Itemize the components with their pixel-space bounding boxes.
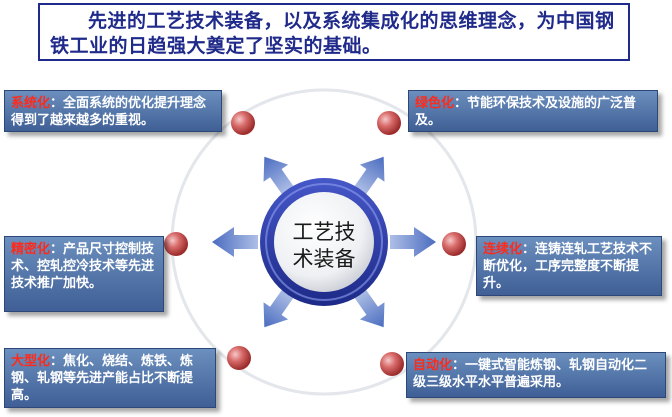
keyword-lvsehua: 绿色化 xyxy=(415,96,455,111)
keyword-jingmihua: 精密化 xyxy=(11,242,51,257)
hub-core xyxy=(274,192,374,292)
headline-text: 先进的工艺技术装备，以及系统集成化的思维理念，为中国钢铁工业的日趋强大奠定了坚实… xyxy=(50,10,615,57)
desc-daxinghua: ：焦化、烧结、炼铁、炼钢、轧钢等先进产能占比不断提高。 xyxy=(11,354,194,403)
arrow-right xyxy=(390,227,436,257)
box-jingmihua: 精密化：产品尺寸控制技术、控轧控冷技术等先进技术推广加快。 xyxy=(4,236,164,312)
box-xitonghua: 系统化：全面系统的优化提升理念得到了越来越多的重视。 xyxy=(4,90,222,132)
desc-lvsehua: ：节能环保技术及设施的广泛普及。 xyxy=(415,96,637,128)
arrow-up-left xyxy=(263,156,295,196)
hub-label: 工艺技 术装备 xyxy=(276,219,372,273)
keyword-zidonghua: 自动化 xyxy=(413,358,453,373)
box-lvsehua: 绿色化：节能环保技术及设施的广泛普及。 xyxy=(408,90,658,132)
box-daxinghua: 大型化：焦化、烧结、炼铁、炼钢、轧钢等先进产能占比不断提高。 xyxy=(4,348,216,408)
node-ball-top-left xyxy=(231,111,255,135)
node-ball-bottom-left xyxy=(227,346,251,370)
keyword-daxinghua: 大型化 xyxy=(11,354,51,369)
box-zidonghua: 自动化：一键式智能炼钢、轧钢自动化二级三级水平水平普遍采用。 xyxy=(406,352,666,398)
desc-lianxuhua: ：连铸连轧工艺技术不断优化，工序完整度不断提升。 xyxy=(483,242,653,291)
arrow-up-right xyxy=(353,156,385,196)
desc-xitonghua: ：全面系统的优化提升理念得到了越来越多的重视。 xyxy=(11,96,207,128)
node-ball-left xyxy=(164,232,188,256)
desc-jingmihua: ：产品尺寸控制技术、控轧控冷技术等先进技术推广加快。 xyxy=(11,242,155,291)
arrow-down-left xyxy=(263,288,295,328)
node-ball-top-right xyxy=(377,111,401,135)
arrow-down-right xyxy=(353,288,385,328)
keyword-xitonghua: 系统化 xyxy=(11,96,51,111)
box-lianxuhua: 连续化：连铸连轧工艺技术不断优化，工序完整度不断提升。 xyxy=(476,236,662,296)
hub-label-line2: 术装备 xyxy=(292,247,356,271)
node-ball-bottom-right xyxy=(380,352,404,376)
headline-banner: 先进的工艺技术装备，以及系统集成化的思维理念，为中国钢铁工业的日趋强大奠定了坚实… xyxy=(38,3,630,61)
hub-label-line1: 工艺技 xyxy=(292,220,356,244)
node-ball-right xyxy=(442,232,466,256)
desc-zidonghua: ：一键式智能炼钢、轧钢自动化二级三级水平水平普遍采用。 xyxy=(413,358,648,390)
hub-ring-highlight xyxy=(265,183,383,301)
keyword-lianxuhua: 连续化 xyxy=(483,242,523,257)
arrow-left xyxy=(212,227,258,257)
